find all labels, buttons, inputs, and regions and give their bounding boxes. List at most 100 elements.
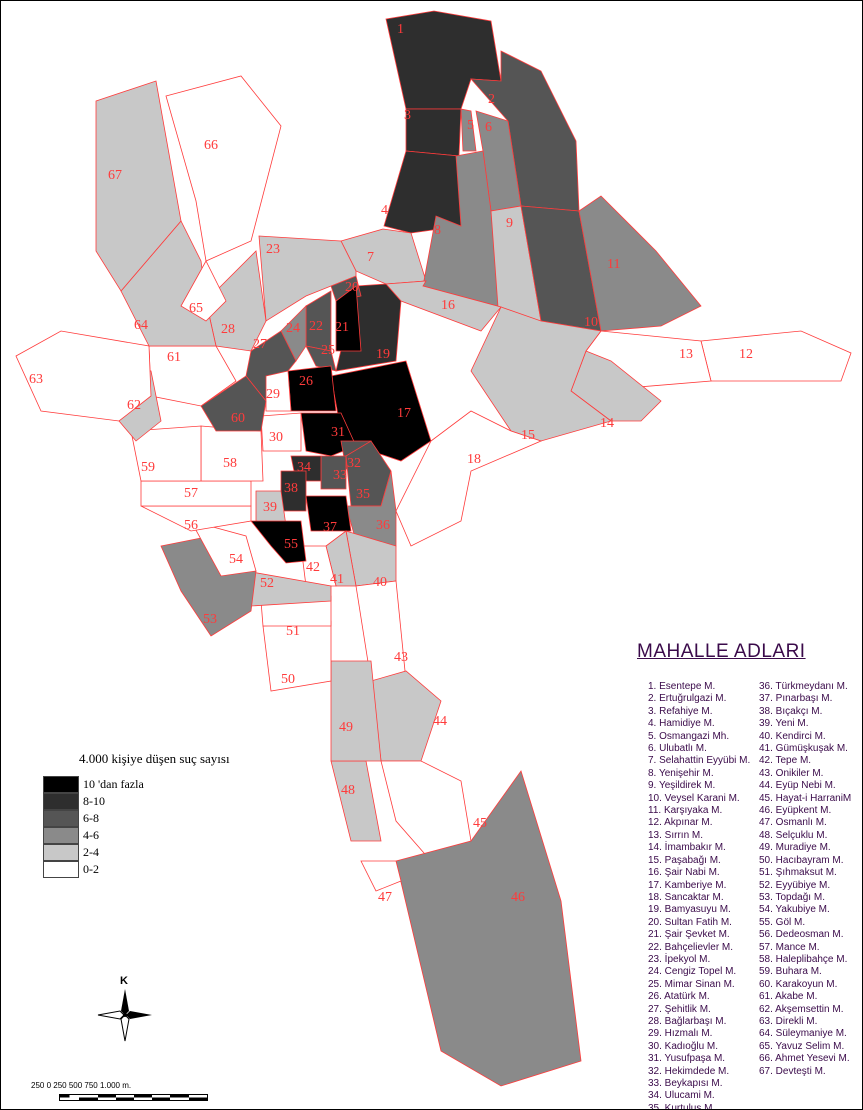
district-label-55: 55 xyxy=(284,537,298,552)
neighborhood-name: 42. Tepe M. xyxy=(759,755,812,767)
district-label-9: 9 xyxy=(506,216,513,231)
district-label-18: 18 xyxy=(467,452,481,467)
district-label-65: 65 xyxy=(189,301,203,316)
district-label-14: 14 xyxy=(600,416,614,431)
neighborhood-name: 24. Cengiz Topel M. xyxy=(648,966,737,978)
neighborhood-name: 21. Şair Şevket M. xyxy=(648,929,730,941)
district-label-33: 33 xyxy=(333,468,347,483)
district-label-57: 57 xyxy=(184,486,198,501)
district-44 xyxy=(370,670,442,762)
neighborhood-name: 48. Selçuklu M. xyxy=(759,829,828,841)
district-label-45: 45 xyxy=(473,816,487,831)
district-67 xyxy=(95,80,182,292)
districts xyxy=(15,10,852,1087)
legend-label: 8-10 xyxy=(83,794,105,808)
district-label-30: 30 xyxy=(269,430,283,445)
district-30 xyxy=(260,412,302,452)
neighborhood-name: 53. Topdağı M. xyxy=(759,891,825,903)
district-label-3: 3 xyxy=(404,108,411,123)
neighborhood-name: 56. Dedeosman M. xyxy=(759,929,844,941)
district-label-63: 63 xyxy=(29,372,43,387)
neighborhood-name: 52. Eyyübiye M. xyxy=(759,879,831,891)
district-label-28: 28 xyxy=(221,322,235,337)
legend-item: 0-2 xyxy=(43,861,183,878)
district-label-19: 19 xyxy=(376,347,390,362)
district-label-34: 34 xyxy=(297,460,311,475)
neighborhood-name: 22. Bahçelievler M. xyxy=(648,941,734,953)
neighborhood-name: 8. Yenişehir M. xyxy=(648,767,714,779)
district-label-32: 32 xyxy=(347,456,361,471)
neighborhood-name: 17. Kamberiye M. xyxy=(648,879,727,891)
district-label-37: 37 xyxy=(323,520,337,535)
district-47 xyxy=(360,860,402,892)
neighborhood-name: 46. Eyüpkent M. xyxy=(759,805,832,817)
neighborhood-name: 43. Onikiler M. xyxy=(759,767,824,779)
neighborhood-name: 34. Ulucami M. xyxy=(648,1090,715,1102)
neighborhood-name: 16. Şair Nabi M. xyxy=(648,867,720,879)
neighborhood-name: 44. Eyüp Nebi M. xyxy=(759,780,836,792)
district-66 xyxy=(165,75,282,262)
legend-swatch xyxy=(43,861,79,878)
district-label-26: 26 xyxy=(299,374,313,389)
neighborhood-name: 63. Direkli M. xyxy=(759,1015,818,1027)
legend-label: 10 'dan fazla xyxy=(83,777,144,791)
district-label-40: 40 xyxy=(373,575,387,590)
legend-item: 10 'dan fazla xyxy=(43,776,183,793)
district-label-41: 41 xyxy=(330,572,344,587)
neighborhood-name: 67. Devteşti M. xyxy=(759,1065,826,1077)
neighborhood-name: 32. Hekimdede M. xyxy=(648,1065,730,1077)
neighborhood-name: 65. Yavuz Selim M. xyxy=(759,1040,845,1052)
district-label-52: 52 xyxy=(260,576,274,591)
district-label-10: 10 xyxy=(584,315,598,330)
district-63 xyxy=(15,330,152,422)
district-label-22: 22 xyxy=(309,319,323,334)
district-label-27: 27 xyxy=(253,337,267,352)
district-label-11: 11 xyxy=(607,257,620,272)
district-46 xyxy=(395,770,582,1087)
district-label-4: 4 xyxy=(381,203,388,218)
neighborhood-name: 36. Türkmeydanı M. xyxy=(759,681,848,692)
neighborhood-name: 7. Selahattin Eyyübi M. xyxy=(648,755,751,767)
neighborhood-name: 60. Karakoyun M. xyxy=(759,978,838,990)
district-59 xyxy=(130,425,202,482)
neighborhood-name: 50. Hacıbayram M. xyxy=(759,854,844,866)
neighborhood-name: 35. Kurtuluş M. xyxy=(648,1102,716,1110)
district-label-61: 61 xyxy=(167,350,181,365)
district-25 xyxy=(305,345,337,372)
neighborhood-name: 40. Kendirci M. xyxy=(759,730,826,742)
neighborhood-name: 54. Yakubiye M. xyxy=(759,904,830,916)
legend-title: 4.000 kişiye düşen suç sayısı xyxy=(79,751,230,766)
district-label-62: 62 xyxy=(127,398,141,413)
district-label-42: 42 xyxy=(306,560,320,575)
neighborhood-name: 26. Atatürk M. xyxy=(648,991,710,1003)
district-label-48: 48 xyxy=(341,783,355,798)
neighborhood-name: 64. Süleymaniye M. xyxy=(759,1028,847,1040)
names-column-2: 36. Türkmeydanı M.37. Pınarbaşı M.38. Bı… xyxy=(759,681,851,1078)
north-arrow-icon xyxy=(97,989,152,1042)
district-label-23: 23 xyxy=(266,242,280,257)
neighborhood-name: 15. Paşabağı M. xyxy=(648,854,721,866)
neighborhood-name: 58. Haleplibahçe M. xyxy=(759,953,848,965)
district-label-58: 58 xyxy=(223,456,237,471)
legend-item: 4-6 xyxy=(43,827,183,844)
neighborhood-name: 19. Bamyasuyu M. xyxy=(648,904,731,916)
district-label-7: 7 xyxy=(367,250,374,265)
district-4 xyxy=(383,150,462,234)
district-label-47: 47 xyxy=(378,890,392,905)
neighborhood-name: 45. Hayat-i HarraniM xyxy=(759,792,852,804)
district-label-64: 64 xyxy=(134,318,148,333)
district-label-17: 17 xyxy=(397,406,411,421)
neighborhood-name: 33. Beykapısı M. xyxy=(648,1078,723,1089)
district-label-15: 15 xyxy=(521,428,535,443)
neighborhood-name: 5. Osmangazi Mh. xyxy=(648,730,730,742)
district-label-49: 49 xyxy=(339,720,353,735)
district-label-56: 56 xyxy=(184,518,198,533)
neighborhood-name: 49. Muradiye M. xyxy=(759,842,831,854)
district-29 xyxy=(265,370,292,412)
neighborhood-name: 10. Veysel Karani M. xyxy=(648,792,740,804)
neighborhood-name: 55. Göl M. xyxy=(759,916,806,928)
district-label-38: 38 xyxy=(284,481,298,496)
